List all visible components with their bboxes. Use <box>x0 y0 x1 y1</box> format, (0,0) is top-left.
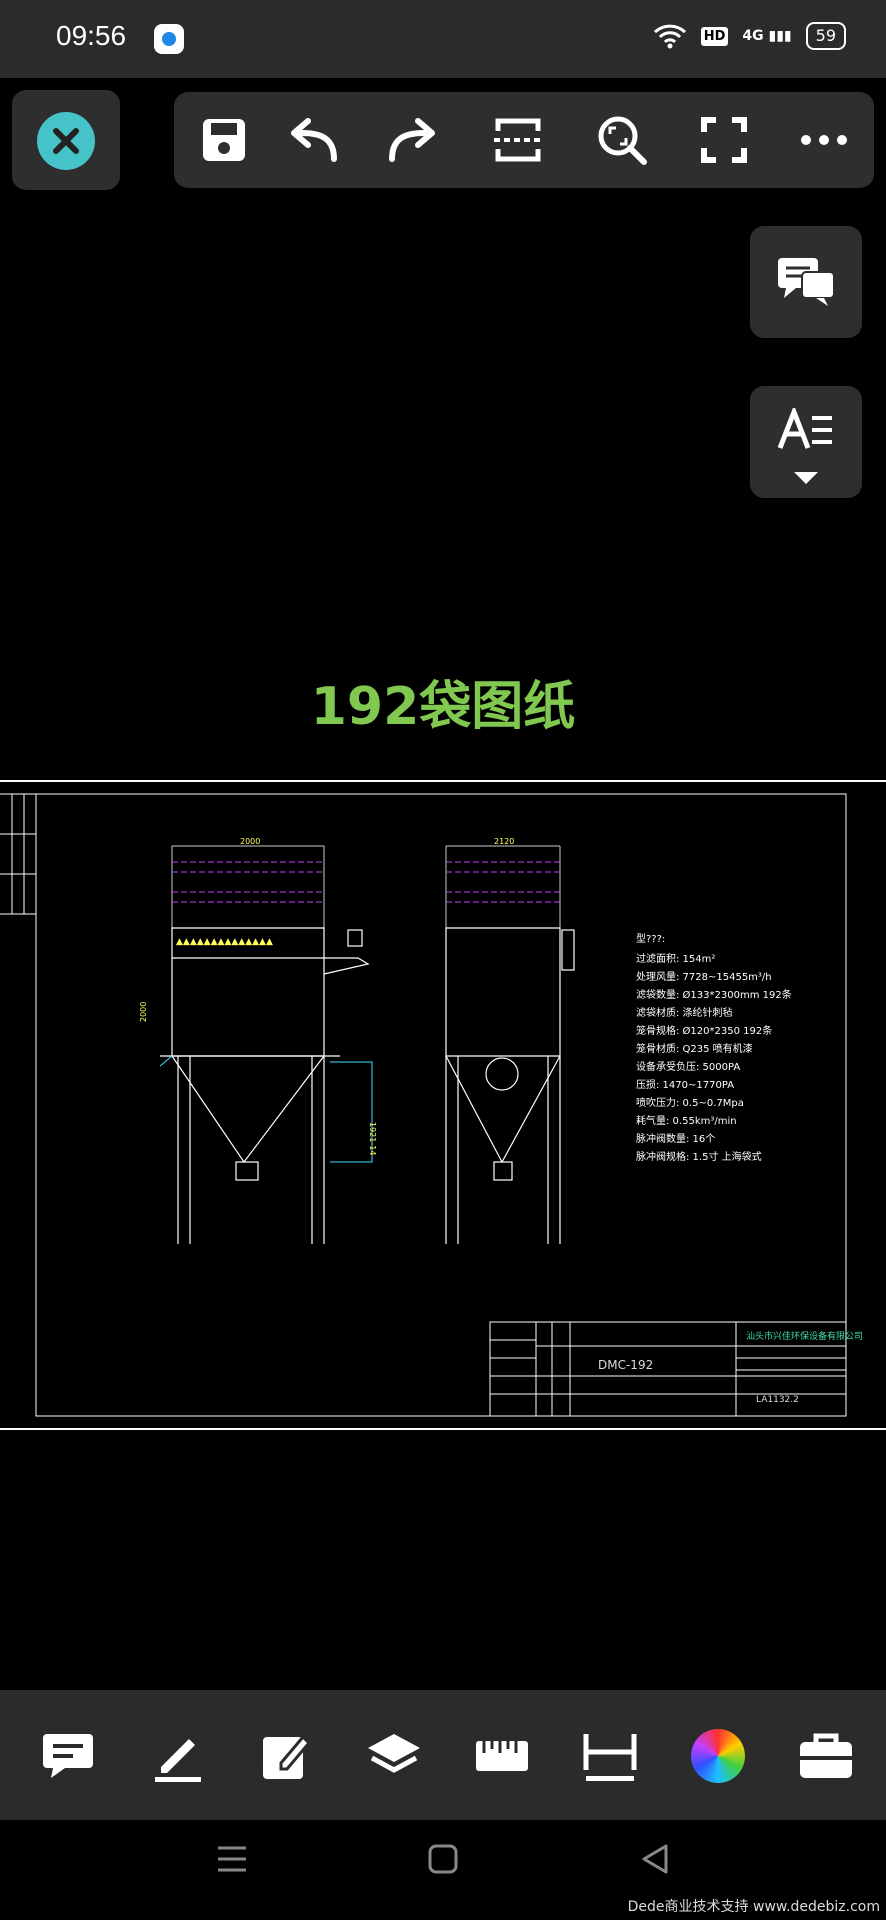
svg-text:滤袋材质: 涤纶针刺毡: 滤袋材质: 涤纶针刺毡 <box>636 1006 733 1019</box>
model-label: DMC-192 <box>598 1358 653 1372</box>
more-button[interactable] <box>796 112 852 168</box>
more-icon <box>801 135 847 145</box>
svg-text:设备承受负压: 5000PA: 设备承受负压: 5000PA <box>636 1060 740 1073</box>
color-wheel-icon <box>691 1729 745 1783</box>
pencil-icon <box>155 1739 201 1782</box>
zoom-search-icon <box>598 116 647 165</box>
back-button[interactable] <box>640 1844 670 1878</box>
bottom-toolbar <box>0 1690 886 1820</box>
company-name: 汕头市兴佳环保设备有限公司 <box>746 1330 863 1342</box>
svg-text:1921-14: 1921-14 <box>368 1122 377 1155</box>
text-style-icon <box>777 408 832 449</box>
comment-icon <box>778 258 835 306</box>
undo-button[interactable] <box>286 112 342 168</box>
toolbox-icon <box>800 1733 852 1778</box>
app-notification-icon <box>154 24 184 54</box>
toolbox-button[interactable] <box>794 1724 858 1788</box>
status-bar: 09:56 HD 4G ▮▮▮ 59 <box>0 0 886 78</box>
back-icon <box>642 1844 668 1874</box>
ruler-icon <box>476 1741 528 1771</box>
signal-icon: 4G ▮▮▮ <box>742 28 792 44</box>
svg-text:喷吹压力: 0.5~0.7Mpa: 喷吹压力: 0.5~0.7Mpa <box>636 1096 744 1109</box>
clock: 09:56 <box>56 20 127 51</box>
text-style-button[interactable] <box>750 386 862 498</box>
ruler-button[interactable] <box>470 1724 534 1788</box>
region-icon <box>494 118 542 162</box>
title-block <box>489 1321 847 1417</box>
annotation-button[interactable] <box>36 1724 100 1788</box>
cad-drawing: ▲▲▲▲▲▲▲▲▲▲▲▲▲▲ 2000 2000 1921-14 2120 <box>0 793 863 1417</box>
chevron-down-icon <box>794 472 818 484</box>
fullscreen-button[interactable] <box>696 112 752 168</box>
edit-button[interactable] <box>254 1724 318 1788</box>
dim-left-top: 2000 <box>240 837 260 846</box>
close-button[interactable] <box>12 90 120 190</box>
comments-button[interactable] <box>750 226 862 338</box>
menu-icon <box>218 1846 246 1872</box>
pen-button[interactable] <box>146 1724 210 1788</box>
layers-icon <box>368 1734 420 1773</box>
close-icon <box>37 112 95 170</box>
svg-text:脉冲阀数量: 16个: 脉冲阀数量: 16个 <box>636 1132 715 1145</box>
battery-icon: 59 <box>805 22 846 50</box>
svg-text:脉冲阀规格: 1.5寸 上海袋式: 脉冲阀规格: 1.5寸 上海袋式 <box>636 1150 762 1163</box>
note-icon <box>43 1734 93 1778</box>
svg-text:▲▲▲▲▲▲▲▲▲▲▲▲▲▲: ▲▲▲▲▲▲▲▲▲▲▲▲▲▲ <box>176 937 273 947</box>
home-icon <box>428 1844 458 1874</box>
redo-icon <box>389 118 435 162</box>
measure-button[interactable] <box>578 1724 642 1788</box>
svg-text:压损: 1470~1770PA: 压损: 1470~1770PA <box>636 1078 734 1091</box>
svg-text:2000: 2000 <box>139 1002 148 1022</box>
svg-text:耗气量: 0.55km³/min: 耗气量: 0.55km³/min <box>636 1114 737 1127</box>
dim-right-top: 2120 <box>494 837 514 846</box>
hd-icon: HD <box>700 26 729 46</box>
svg-text:滤袋数量: Ø133*2300mm 192条: 滤袋数量: Ø133*2300mm 192条 <box>636 988 792 1001</box>
page-title: 192袋图纸 <box>310 677 576 737</box>
redo-button[interactable] <box>384 112 440 168</box>
fullscreen-icon <box>701 117 747 163</box>
recent-apps-button[interactable] <box>216 1844 248 1878</box>
watermark: Dede商业技术支持 www.dedebiz.com <box>627 1899 880 1915</box>
svg-text:处理风量: 7728~15455m³/h: 处理风量: 7728~15455m³/h <box>636 971 772 983</box>
save-button[interactable] <box>196 112 252 168</box>
crop-region-button[interactable] <box>490 112 546 168</box>
specs-list: 型???: 过滤面积: 154m² 处理风量: 7728~15455m³/h 滤… <box>636 932 792 1163</box>
svg-text:笼骨规格: Ø120*2350 192条: 笼骨规格: Ø120*2350 192条 <box>636 1024 772 1037</box>
color-button[interactable] <box>686 1724 750 1788</box>
drawing-number: LA1132.2 <box>756 1395 799 1405</box>
save-icon <box>203 119 245 161</box>
home-button[interactable] <box>428 1844 458 1878</box>
wifi-icon <box>653 24 686 49</box>
top-toolbar <box>174 92 874 188</box>
svg-text:笼骨材质: Q235 喷有机漆: 笼骨材质: Q235 喷有机漆 <box>636 1042 753 1055</box>
cad-drawing-view[interactable]: ▲▲▲▲▲▲▲▲▲▲▲▲▲▲ 2000 2000 1921-14 2120 <box>0 780 886 1430</box>
zoom-button[interactable] <box>594 112 650 168</box>
measure-icon <box>583 1734 637 1781</box>
svg-text:过滤面积: 154m²: 过滤面积: 154m² <box>636 952 715 965</box>
undo-icon <box>291 118 337 162</box>
layers-button[interactable] <box>362 1724 426 1788</box>
edit-icon <box>263 1734 312 1779</box>
svg-text:型???:: 型???: <box>636 932 665 945</box>
